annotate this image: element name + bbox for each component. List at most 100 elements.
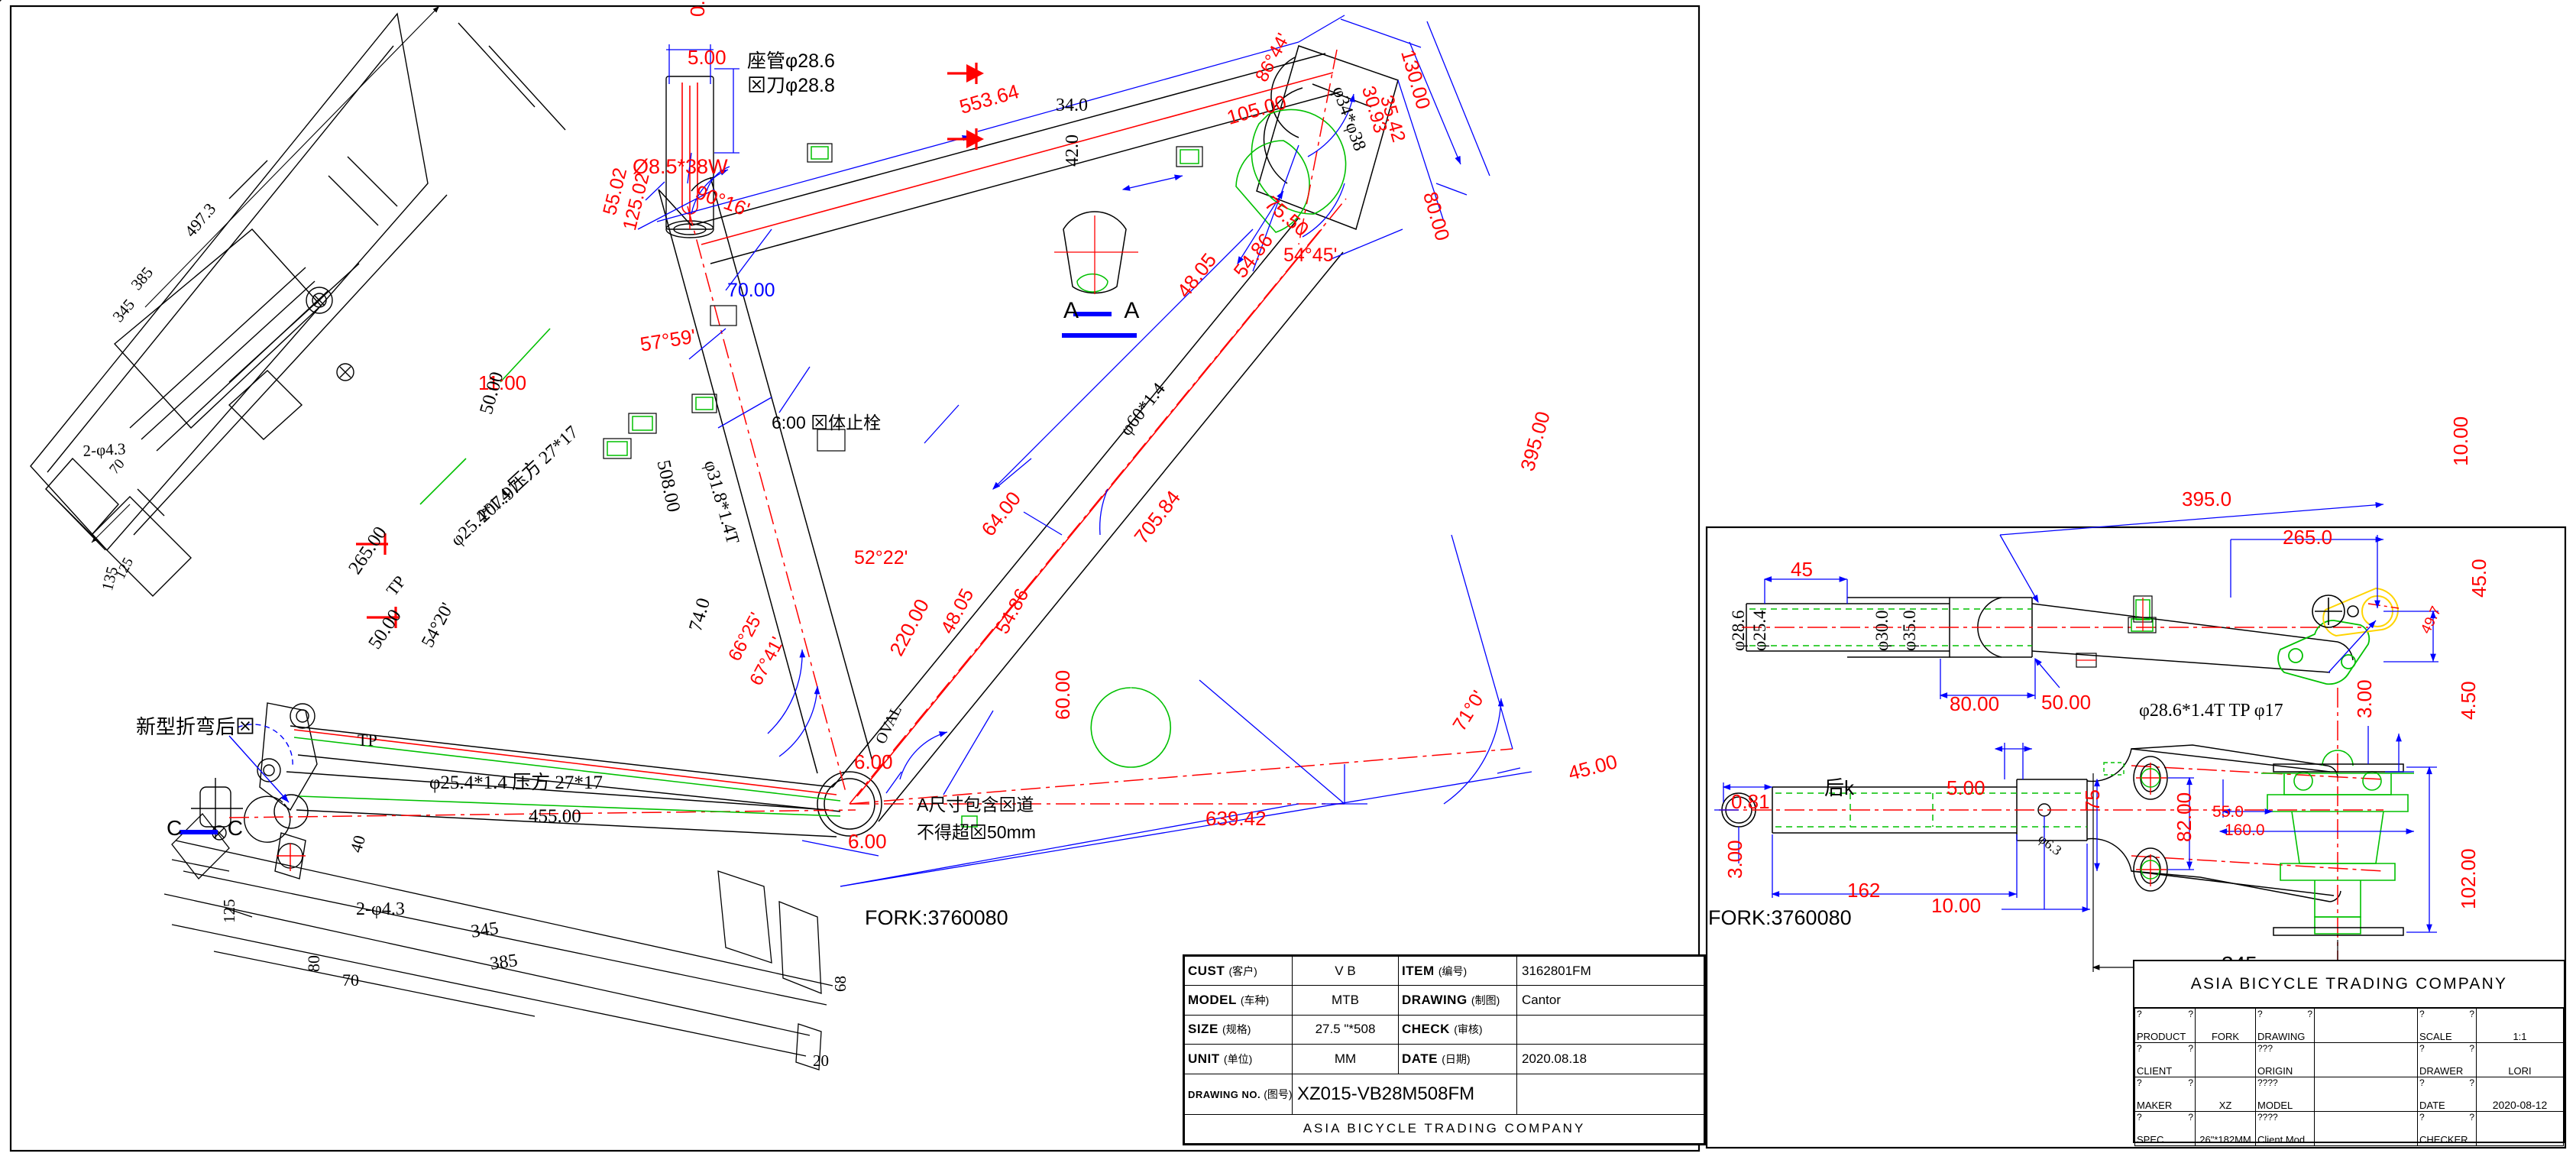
note-a-line1: A尺寸包含⊠道	[917, 795, 1034, 815]
fork-label-right: FORK:3760080	[1708, 906, 1852, 929]
q-drawer-2: ?	[2469, 1043, 2474, 1054]
section-aa-right: A	[1124, 298, 1140, 323]
fork-label-checker: ?? CHECKER	[2417, 1111, 2477, 1146]
fork-label-origin: ??? ORIGIN	[2255, 1042, 2315, 1077]
dim-125-b: 125	[220, 899, 238, 924]
dim-60-00: 60.00	[1051, 669, 1074, 720]
fork-label-client-en: CLIENT	[2137, 1065, 2173, 1077]
value-unit: MM	[1292, 1044, 1399, 1074]
fork-value-client	[2195, 1042, 2256, 1077]
q-model-1: ????	[2257, 1077, 2278, 1088]
dim-639-42: 639.42	[1205, 807, 1267, 830]
fork-value-client-mod	[2314, 1111, 2418, 1146]
bolt-spec: Ø8.5*38W	[633, 155, 728, 178]
label-drawing-no-cn: (图号)	[1264, 1087, 1293, 1100]
fork-value-spec: 26"*182MM	[2195, 1111, 2256, 1146]
dim-42-0: 42.0	[1063, 134, 1083, 167]
label-date-cn: (日期)	[1442, 1052, 1471, 1065]
title-row-company: ASIA BICYCLE TRADING COMPANY	[1184, 1113, 1704, 1145]
label-drawing-cn: (制图)	[1471, 994, 1500, 1007]
fork-label-scale-en: SCALE	[2419, 1031, 2452, 1042]
angle-54-45: 54°45'	[1283, 245, 1338, 266]
value-date: 2020.08.18	[1516, 1044, 1704, 1074]
title-row-cust: CUST (客户) V B ITEM (编号) 3162801FM	[1184, 955, 1704, 986]
company-name-fork: ASIA BICYCLE TRADING COMPANY	[2134, 961, 2564, 1008]
fork-dim-10-00-b: 10.00	[1931, 894, 1982, 917]
section-cc-left: C	[167, 816, 183, 840]
fork-dim-phi30-0: φ30.0	[1872, 610, 1892, 651]
fork-label-spec: ?? SPEC.	[2134, 1111, 2196, 1146]
label-date: DATE (日期)	[1398, 1044, 1517, 1074]
fork-label-product-en: PRODUCT	[2137, 1031, 2186, 1042]
q-client-1: ?	[2137, 1043, 2142, 1054]
label-check-cn: (审核)	[1454, 1023, 1483, 1036]
seat-stay-spec: φ25.4*1.4 压方 27*17	[429, 773, 603, 793]
label-item-en: ITEM	[1402, 963, 1435, 978]
fork-steerer-spec: φ28.6*1.4T TP φ17	[2139, 701, 2283, 721]
fork-label-client-mod: ???? Client Mod.	[2255, 1111, 2315, 1146]
q-client-mod-1: ????	[2257, 1112, 2278, 1123]
fork-label-model-en: MODEL	[2257, 1100, 2293, 1111]
fork-dim-phi35-0: φ35.0	[1900, 610, 1919, 651]
section-cc-label: C C	[167, 818, 243, 839]
title-row-size: SIZE (规格) 27.5 "*508 CHECK (审核)	[1184, 1014, 1704, 1045]
fork-label-main: FORK:3760080	[865, 906, 1008, 929]
title-row-drawing-no: DRAWING NO. (图号) XZ015-VB28M508FM	[1184, 1073, 1704, 1115]
value-item: 3162801FM	[1516, 955, 1704, 986]
q-drawing-2: ?	[2307, 1009, 2312, 1019]
q-drawing-1: ?	[2257, 1009, 2263, 1019]
fork-label-client: ?? CLIENT	[2134, 1042, 2196, 1077]
label-model-cn: (车种)	[1240, 994, 1270, 1007]
label-item: ITEM (编号)	[1398, 955, 1517, 986]
dim-70-b: 70	[342, 970, 359, 990]
fork-value-maker: XZ	[2195, 1077, 2256, 1112]
q-product-1: ?	[2137, 1009, 2142, 1019]
fork-label-model: ???? MODEL	[2255, 1077, 2315, 1112]
label-check-en: CHECK	[1402, 1022, 1450, 1037]
q-spec-2: ?	[2188, 1112, 2193, 1123]
label-check: CHECK (审核)	[1398, 1014, 1517, 1045]
fork-dim-80-00: 80.00	[1950, 692, 2000, 715]
label-drawing-en: DRAWING	[1402, 993, 1468, 1008]
note-a-line2: 不得超⊠50mm	[917, 822, 1036, 842]
title-block-main: CUST (客户) V B ITEM (编号) 3162801FM MODEL …	[1183, 954, 1706, 1145]
value-drawing-no-blank	[1516, 1073, 1704, 1115]
q-checker-1: ?	[2419, 1112, 2425, 1123]
fork-dim-162: 162	[1847, 879, 1881, 902]
fork-label-drawer: ?? DRAWER	[2417, 1042, 2477, 1077]
label-model-en: MODEL	[1188, 993, 1237, 1008]
label-unit-en: UNIT	[1188, 1051, 1220, 1066]
label-cust: CUST (客户)	[1184, 955, 1293, 986]
dim-6-00-a: 6.00	[854, 750, 893, 773]
seat-post-note-2: ⊠刀φ28.8	[747, 75, 835, 96]
value-size: 27.5 "*508	[1292, 1014, 1399, 1045]
value-drawing-no: XZ015-VB28M508FM	[1292, 1073, 1517, 1115]
fork-title-row-client: ?? CLIENT ??? ORIGIN ?? DRAWER LORI	[2134, 1042, 2564, 1077]
label-size-en: SIZE	[1188, 1022, 1218, 1037]
fork-dim-4-50: 4.50	[2457, 681, 2480, 720]
fork-dim-395-0: 395.0	[2182, 488, 2232, 510]
q-product-2: ?	[2188, 1009, 2193, 1019]
fork-dim-45: 45	[1791, 558, 1813, 581]
fork-value-product: FORK	[2195, 1008, 2256, 1043]
q-date-1: ?	[2419, 1077, 2425, 1088]
fork-value-scale: 1:1	[2476, 1008, 2564, 1043]
q-checker-2: ?	[2469, 1112, 2474, 1123]
fork-dim-50-00: 50.00	[2041, 691, 2092, 714]
fork-title-row-spec: ?? SPEC. 26"*182MM ???? Client Mod. ?? C…	[2134, 1111, 2564, 1146]
q-client-2: ?	[2188, 1043, 2193, 1054]
dim-5-00: 5.00	[688, 46, 727, 69]
q-maker-2: ?	[2188, 1077, 2193, 1088]
company-name-main: ASIA BICYCLE TRADING COMPANY	[1184, 1113, 1704, 1145]
fork-label-maker: ?? MAKER	[2134, 1077, 2196, 1112]
fork-label-drawer-en: DRAWER	[2419, 1065, 2464, 1077]
fork-label-maker-en: MAKER	[2137, 1100, 2173, 1111]
dim-385-b: 385	[488, 950, 519, 974]
q-maker-1: ?	[2137, 1077, 2142, 1088]
fork-label-drawing: ?? DRAWING	[2255, 1008, 2315, 1043]
fork-dim-75: 75	[2081, 789, 2104, 812]
title-row-unit: UNIT (单位) MM DATE (日期) 2020.08.18	[1184, 1044, 1704, 1074]
fork-label-product: ?? PRODUCT	[2134, 1008, 2196, 1043]
fork-dim-5-00: 5.00	[1947, 776, 1985, 799]
